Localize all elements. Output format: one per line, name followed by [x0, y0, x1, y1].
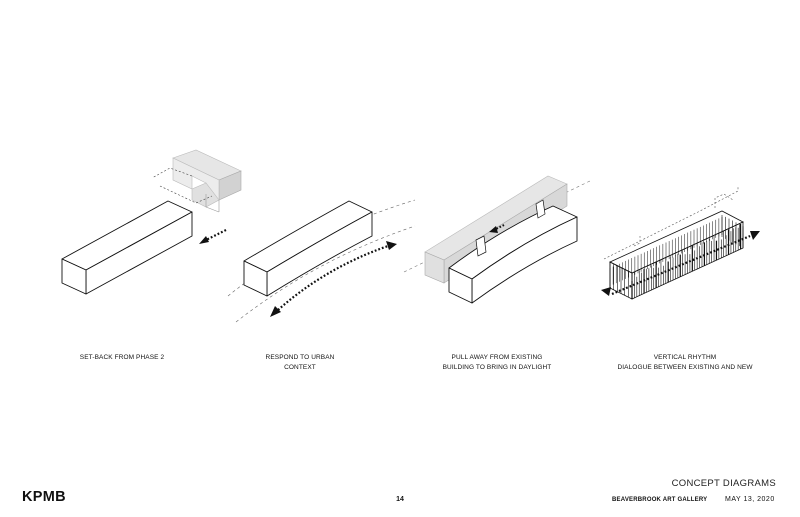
- bar-volume: [61, 200, 193, 295]
- firm-logo: KPMB: [22, 489, 66, 505]
- vertical-fins: [609, 215, 744, 299]
- pull-arrow: [489, 224, 505, 233]
- curved-arrow: [270, 241, 397, 317]
- caption-line: CONTEXT: [284, 364, 316, 371]
- document-title: CONCEPT DIAGRAMS: [671, 478, 776, 489]
- bar-volume-curved: [243, 200, 373, 297]
- caption-line: PULL AWAY FROM EXISTING: [451, 354, 543, 361]
- phase2-dashed-outline: [159, 185, 213, 204]
- caption-line: VERTICAL RHYTHM: [653, 354, 717, 361]
- bar-volume-curved: [448, 205, 578, 304]
- caption-vertical-rhythm: VERTICAL RHYTHM DIALOGUE BETWEEN EXISTIN…: [600, 353, 770, 373]
- diagram-urban-context: [227, 199, 416, 323]
- caption-pull-away: PULL AWAY FROM EXISTING BUILDING TO BRIN…: [417, 353, 577, 373]
- caption-setback: SET-BACK FROM PHASE 2: [52, 353, 192, 363]
- gap-bridge: [475, 199, 546, 257]
- document-date: MAY 13, 2020: [725, 496, 775, 503]
- caption-line: RESPOND TO URBAN: [265, 354, 335, 361]
- existing-dashed-outline: [603, 186, 739, 260]
- setback-arrow: [199, 229, 227, 244]
- rhythm-arrow: [601, 231, 760, 296]
- existing-building: [172, 149, 242, 213]
- page-number: 14: [396, 496, 404, 503]
- project-name: BEAVERBROOK ART GALLERY: [612, 497, 708, 503]
- diagram-vertical-rhythm: [601, 186, 760, 300]
- caption-line: BUILDING TO BRING IN DAYLIGHT: [442, 364, 552, 371]
- caption-line: DIALOGUE BETWEEN EXISTING AND NEW: [617, 364, 753, 371]
- diagram-pull-away: [403, 175, 593, 304]
- diagram-setback: [61, 149, 242, 295]
- caption-line: SET-BACK FROM PHASE 2: [79, 354, 165, 361]
- caption-urban-context: RESPOND TO URBAN CONTEXT: [230, 353, 370, 373]
